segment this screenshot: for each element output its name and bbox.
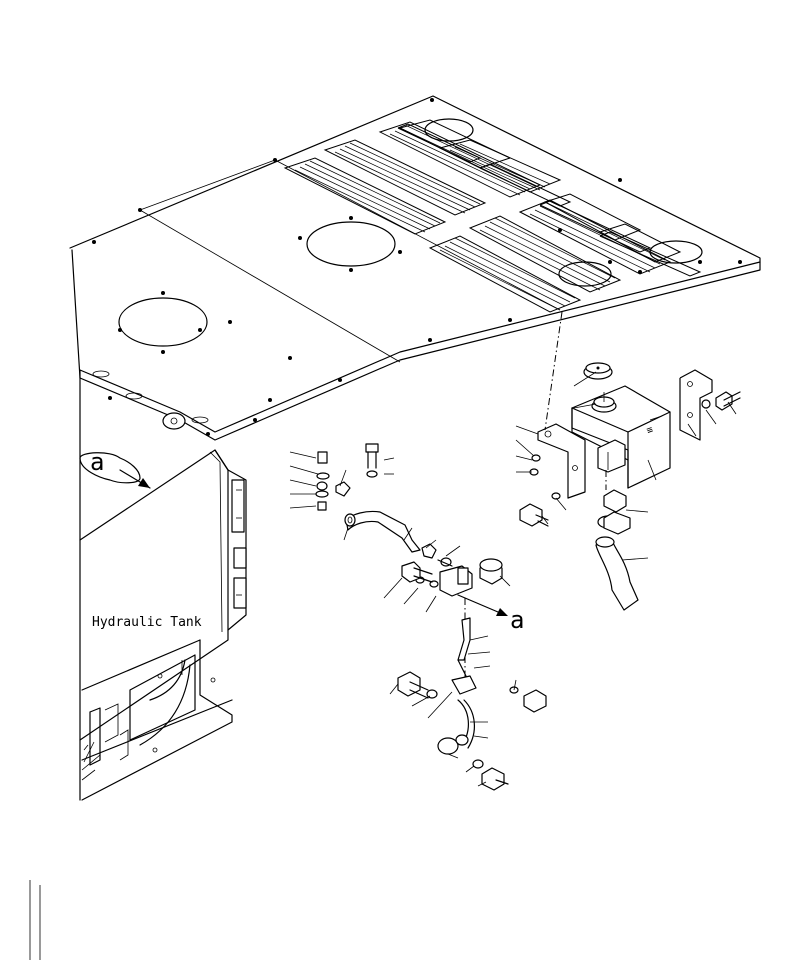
sensor-bracket xyxy=(401,561,473,597)
hatched-strip xyxy=(397,123,702,277)
bolt-center xyxy=(365,443,379,478)
hydraulic-tank-body xyxy=(79,377,247,801)
bracket-left xyxy=(537,423,586,499)
leader-bracket xyxy=(544,311,563,431)
bolt-right xyxy=(701,391,741,411)
top-cover-plate xyxy=(69,95,761,441)
drain-hose xyxy=(595,536,639,611)
hydraulic-tank-label: Hydraulic Tank xyxy=(92,615,202,630)
bracket-right xyxy=(679,369,713,441)
view-marker: a xyxy=(79,448,151,489)
view-arrow: a xyxy=(457,594,524,634)
hose-center xyxy=(344,510,421,553)
center-fittings xyxy=(421,543,503,585)
louvre-grille xyxy=(283,119,682,313)
view-arrow-letter: a xyxy=(510,606,524,634)
reservoir-tank: ≡ xyxy=(571,385,671,489)
svg-text:≡: ≡ xyxy=(645,424,654,436)
leader-lines xyxy=(83,371,737,787)
view-marker-letter: a xyxy=(90,448,104,476)
misc-details xyxy=(29,880,41,960)
small-fittings-left xyxy=(315,451,351,511)
hose-clamp xyxy=(597,489,631,535)
bolt-bracket xyxy=(519,454,561,527)
